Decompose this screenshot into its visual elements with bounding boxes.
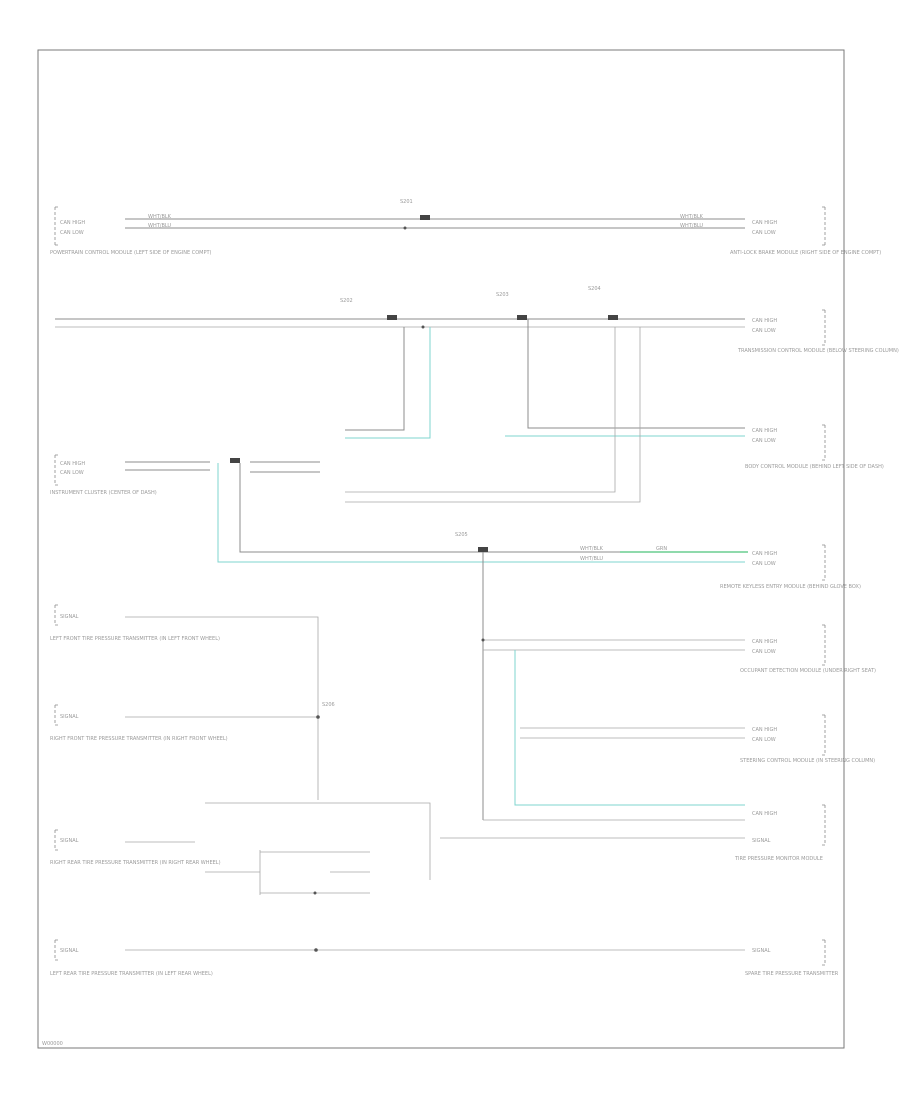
body-caption: BODY CONTROL MODULE (BEHIND LEFT SIDE OF… [745, 464, 884, 470]
wire-label: WHT/BLU [580, 556, 603, 562]
pcm-component: CAN HIGH CAN LOW POWERTRAIN CONTROL MODU… [50, 206, 212, 256]
spare-pin: SIGNAL [752, 948, 771, 954]
tire-rr-pin: SIGNAL [60, 838, 79, 844]
diagram-frame [37, 49, 845, 1049]
tire-lr-caption: LEFT REAR TIRE PRESSURE TRANSMITTER (IN … [50, 971, 213, 977]
wire-label: WHT/BLK [680, 214, 704, 220]
brake-ctrl-component: CAN HIGH CAN LOW ANTI-LOCK BRAKE MODULE … [730, 206, 881, 256]
occupant-component: CAN HIGH CAN LOW OCCUPANT DETECTION MODU… [740, 624, 876, 674]
steer-pin-1: CAN HIGH [752, 727, 777, 733]
occ-pin-1: CAN HIGH [752, 639, 777, 645]
splice-label: S201 [400, 199, 413, 205]
theft-pin-2: CAN LOW [752, 561, 776, 567]
steer-pin-2: CAN LOW [752, 737, 776, 743]
splice-label: S205 [455, 532, 468, 538]
body-pin-1: CAN HIGH [752, 428, 777, 434]
occ-caption: OCCUPANT DETECTION MODULE (UNDER RIGHT S… [740, 668, 876, 674]
trans-pin-1: CAN HIGH [752, 318, 777, 324]
pcm-caption: POWERTRAIN CONTROL MODULE (LEFT SIDE OF … [50, 250, 212, 256]
inst-pin-1: CAN HIGH [60, 461, 85, 467]
wire-label: WHT/BLK [148, 214, 172, 220]
steer-caption: STEERING CONTROL MODULE (IN STEERING COL… [740, 758, 875, 764]
tire-lf-component: SIGNAL LEFT FRONT TIRE PRESSURE TRANSMIT… [50, 604, 220, 642]
occ-pin-2: CAN LOW [752, 649, 776, 655]
tire-lf-pin: SIGNAL [60, 614, 79, 620]
tire-spare-component: SIGNAL SPARE TIRE PRESSURE TRANSMITTER [745, 939, 839, 977]
wire-label: GRN [656, 546, 667, 552]
spare-caption: SPARE TIRE PRESSURE TRANSMITTER [745, 971, 839, 977]
body-pin-2: CAN LOW [752, 438, 776, 444]
splice-label: S204 [588, 286, 601, 292]
splice-label: S203 [496, 292, 509, 298]
tpms-pin-1: CAN HIGH [752, 811, 777, 817]
tire-rr-component: SIGNAL RIGHT REAR TIRE PRESSURE TRANSMIT… [50, 829, 221, 866]
theft-caption: REMOTE KEYLESS ENTRY MODULE (BEHIND GLOV… [720, 584, 861, 590]
tire-rf-pin: SIGNAL [60, 714, 79, 720]
trans-caption: TRANSMISSION CONTROL MODULE (BELOW STEER… [737, 348, 899, 354]
brake-pin-2: CAN LOW [752, 230, 776, 236]
pcm-pin-2: CAN LOW [60, 230, 84, 236]
brake-caption: ANTI-LOCK BRAKE MODULE (RIGHT SIDE OF EN… [730, 250, 881, 256]
tire-lf-caption: LEFT FRONT TIRE PRESSURE TRANSMITTER (IN… [50, 636, 220, 642]
tire-lr-component: SIGNAL LEFT REAR TIRE PRESSURE TRANSMITT… [50, 939, 213, 977]
tpms-pin-2: SIGNAL [752, 838, 771, 844]
tire-rr-caption: RIGHT REAR TIRE PRESSURE TRANSMITTER (IN… [50, 860, 221, 866]
splice-label: S206 [322, 702, 335, 708]
brake-pin-1: CAN HIGH [752, 220, 777, 226]
wire-label: WHT/BLU [148, 223, 171, 229]
trans-pin-2: CAN LOW [752, 328, 776, 334]
pcm-pin-1: CAN HIGH [60, 220, 85, 226]
steering-component: CAN HIGH CAN LOW STEERING CONTROL MODULE… [740, 714, 875, 764]
splice-label: S202 [340, 298, 353, 304]
diagram-id: W00000 [42, 1041, 63, 1047]
tire-rf-caption: RIGHT FRONT TIRE PRESSURE TRANSMITTER (I… [50, 736, 228, 742]
theft-pin-1: CAN HIGH [752, 551, 777, 557]
transmission-component: CAN HIGH CAN LOW TRANSMISSION CONTROL MO… [737, 309, 899, 354]
instrument-component: CAN HIGH CAN LOW INSTRUMENT CLUSTER (CEN… [50, 454, 157, 496]
body-ctrl-component: CAN HIGH CAN LOW BODY CONTROL MODULE (BE… [745, 424, 884, 470]
wire-label: WHT/BLK [580, 546, 604, 552]
theft-component: CAN HIGH CAN LOW REMOTE KEYLESS ENTRY MO… [720, 544, 861, 590]
tire-rf-component: SIGNAL RIGHT FRONT TIRE PRESSURE TRANSMI… [50, 704, 228, 742]
tpms-ctrl-component: CAN HIGH SIGNAL TIRE PRESSURE MONITOR MO… [734, 804, 826, 862]
tpms-caption: TIRE PRESSURE MONITOR MODULE [734, 856, 823, 862]
inst-caption: INSTRUMENT CLUSTER (CENTER OF DASH) [50, 490, 157, 496]
wire-label: WHT/BLU [680, 223, 703, 229]
tire-lr-pin: SIGNAL [60, 948, 79, 954]
splice-top [420, 215, 430, 220]
inst-pin-2: CAN LOW [60, 470, 84, 476]
